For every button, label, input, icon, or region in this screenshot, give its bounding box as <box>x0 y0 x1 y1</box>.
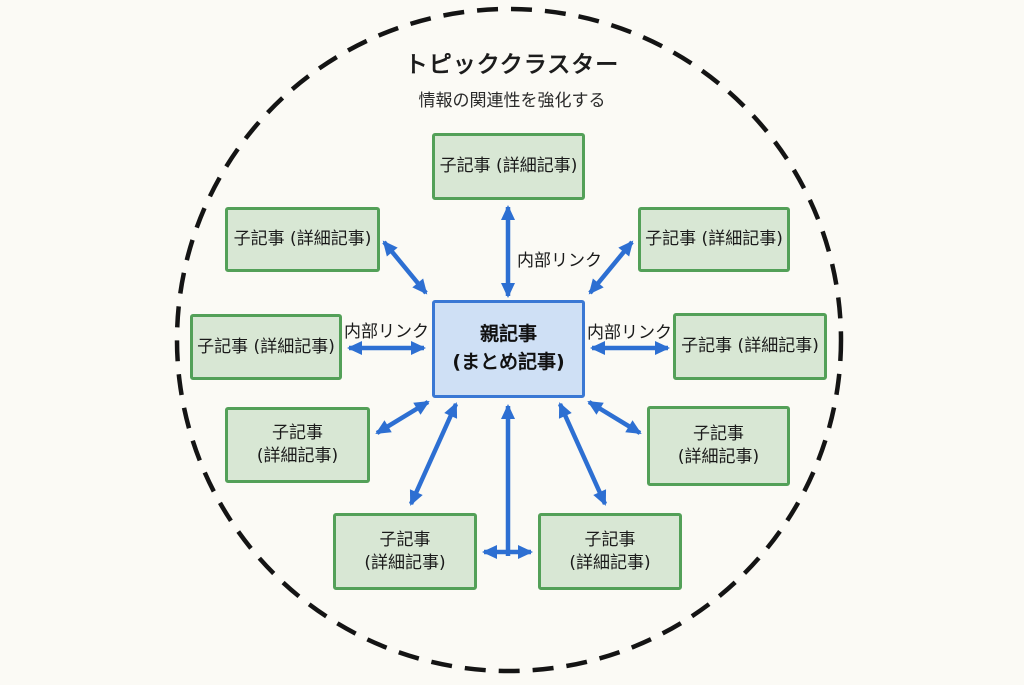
arrow-upper-left <box>382 240 428 295</box>
child-node-upper-left: 子記事 (詳細記事) <box>225 207 380 272</box>
child-node-label: (詳細記事) <box>364 552 446 573</box>
arrow-lower-left <box>375 400 430 435</box>
internal-link-label-right: 内部リンク <box>587 323 672 343</box>
internal-link-label-left: 内部リンク <box>344 322 429 342</box>
child-node-upper-right: 子記事 (詳細記事) <box>638 207 790 272</box>
center-node-parent-article: 親記事 (まとめ記事) <box>432 300 585 398</box>
arrow-lower-right <box>587 400 642 435</box>
diagram-title: トピッククラスター <box>404 52 620 78</box>
child-node-label: (詳細記事) <box>256 446 339 466</box>
child-node-label: 子記事 <box>272 423 323 444</box>
child-node-bottom-left: 子記事 (詳細記事) <box>333 513 477 590</box>
child-node-middle-left: 子記事 (詳細記事) <box>190 314 342 380</box>
arrow-upper-right <box>588 240 634 295</box>
child-node-label: 子記事 (詳細記事) <box>681 336 819 357</box>
internal-link-label-top: 内部リンク <box>517 251 602 271</box>
child-node-label: 子記事 (詳細記事) <box>233 229 372 250</box>
child-node-bottom-right: 子記事 (詳細記事) <box>538 513 682 590</box>
child-node-label: 子記事 <box>693 424 744 445</box>
child-node-label: 子記事 <box>584 529 636 550</box>
center-node-label: 親記事 <box>479 323 537 346</box>
child-node-label: 子記事 (詳細記事) <box>645 229 783 250</box>
center-node-label: (まとめ記事) <box>452 351 565 373</box>
child-node-lower-left: 子記事 (詳細記事) <box>225 407 370 483</box>
child-node-middle-right: 子記事 (詳細記事) <box>673 313 827 380</box>
arrow-bottom-right <box>557 402 608 506</box>
child-node-label: (詳細記事) <box>677 447 760 467</box>
arrow-bottom-left <box>408 402 459 506</box>
child-node-label: (詳細記事) <box>569 552 651 573</box>
diagram-subtitle: 情報の関連性を強化する <box>418 91 606 111</box>
child-node-label: 子記事 (詳細記事) <box>197 336 335 357</box>
cluster-boundary-circle <box>174 6 844 674</box>
child-node-label: 子記事 (詳細記事) <box>439 156 578 177</box>
child-node-lower-right: 子記事 (詳細記事) <box>647 406 790 486</box>
child-node-top: 子記事 (詳細記事) <box>432 133 585 200</box>
child-node-label: 子記事 <box>379 529 431 550</box>
